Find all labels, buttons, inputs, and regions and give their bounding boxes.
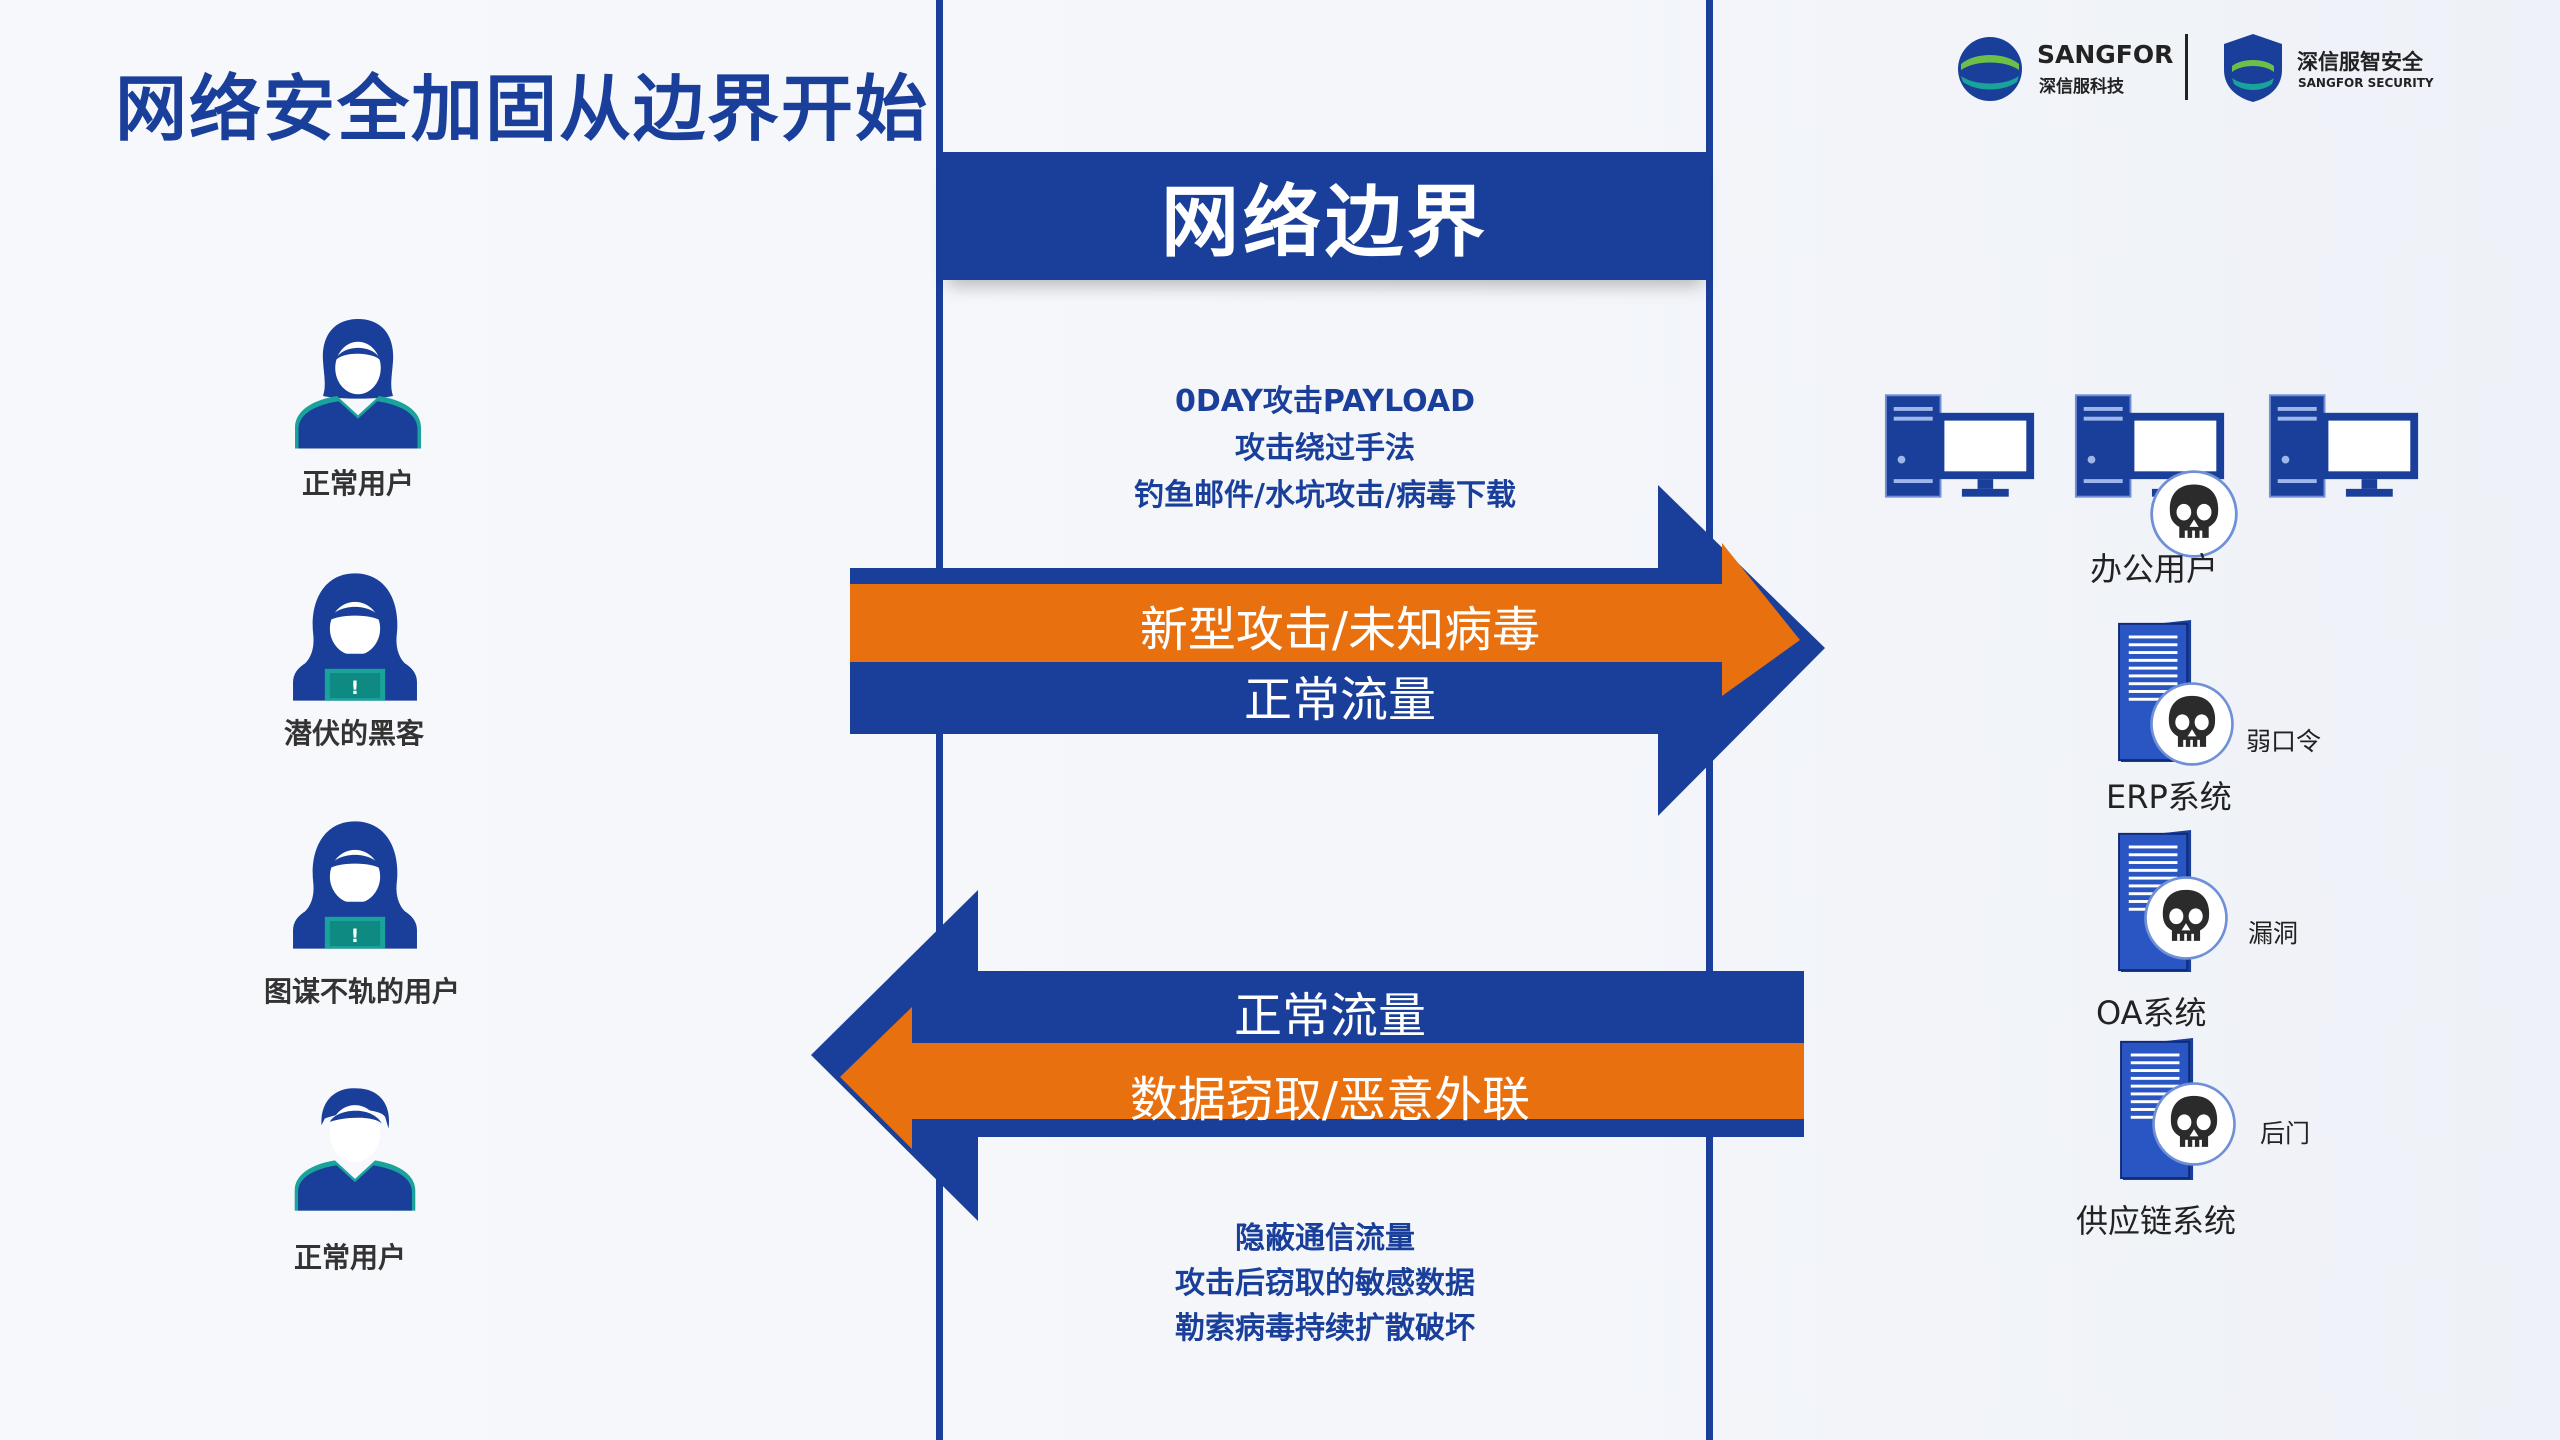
user-label-1: 正常用户 — [301, 467, 414, 500]
oa-system-label: OA系统 — [2096, 994, 2207, 1032]
logo-divider — [2185, 34, 2188, 100]
pc-icon — [2266, 390, 2422, 500]
skull-icon — [2142, 874, 2230, 962]
inbound-threat-1: 0DAY攻击PAYLOAD — [1174, 384, 1475, 419]
skull-icon — [2148, 680, 2236, 768]
outbound-threat-list: 隐蔽通信流量 攻击后窃取的敏感数据 勒索病毒持续扩散破坏 — [940, 1216, 1710, 1351]
outbound-threat-3: 勒索病毒持续扩散破坏 — [1175, 1311, 1475, 1346]
oa-vuln-label: 漏洞 — [2248, 919, 2299, 948]
supply-vuln-label: 后门 — [2260, 1119, 2311, 1148]
pc-icon — [1882, 390, 2038, 500]
security-sub: SANGFOR SECURITY — [2298, 76, 2434, 90]
inbound-normal-label: 正常流量 — [1243, 672, 1436, 728]
security-name: 深信服智安全 — [2297, 50, 2423, 74]
supply-chain-system-label: 供应链系统 — [2076, 1202, 2237, 1240]
female-user-icon — [282, 312, 434, 452]
sangfor-sub: 深信服科技 — [2039, 77, 2124, 97]
skull-icon — [2150, 1080, 2238, 1168]
outbound-threat-2: 攻击后窃取的敏感数据 — [1175, 1266, 1475, 1301]
inbound-threat-2: 攻击绕过手法 — [1235, 431, 1415, 466]
inbound-threat-list: 0DAY攻击PAYLOAD 攻击绕过手法 钓鱼邮件/水坑攻击/病毒下载 — [940, 378, 1710, 519]
sangfor-name: SANGFOR — [2037, 40, 2174, 69]
inbound-threat-3: 钓鱼邮件/水坑攻击/病毒下载 — [1134, 478, 1516, 513]
security-shield-icon — [2224, 34, 2282, 102]
hooded-hacker-icon — [282, 570, 428, 704]
outbound-arrow — [811, 890, 1804, 1221]
sangfor-logo-icon — [1958, 37, 2022, 101]
inbound-arrow — [850, 485, 1825, 816]
inbound-malicious-label: 新型攻击/未知病毒 — [1139, 602, 1541, 658]
page-title: 网络安全加固从边界开始 — [115, 67, 930, 151]
male-user-icon — [282, 1080, 428, 1214]
network-boundary-banner: 网络边界 — [940, 152, 1710, 280]
outbound-threat-1: 隐蔽通信流量 — [1235, 1221, 1415, 1256]
user-label-4: 正常用户 — [293, 1241, 406, 1274]
outbound-normal-label: 正常流量 — [1233, 988, 1426, 1044]
office-users-label: 办公用户 — [2090, 550, 2219, 588]
hooded-hacker-icon — [282, 818, 428, 952]
outbound-arrow-orange — [840, 1007, 1804, 1149]
logo-area: SANGFOR 深信服科技 深信服智安全 SANGFOR SECURITY — [1955, 28, 2435, 108]
user-label-2: 潜伏的黑客 — [283, 717, 424, 750]
user-label-3: 图谋不轨的用户 — [263, 975, 460, 1008]
erp-vuln-label: 弱口令 — [2246, 727, 2322, 756]
erp-system-label: ERP系统 — [2106, 778, 2232, 816]
outbound-malicious-label: 数据窃取/恶意外联 — [1129, 1072, 1531, 1128]
inbound-arrow-orange — [850, 543, 1800, 696]
